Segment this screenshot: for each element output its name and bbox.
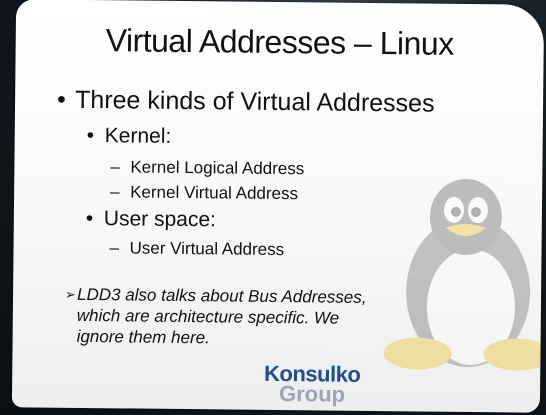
- bullet-marker: •: [56, 85, 67, 114]
- bullet-text: Kernel:: [104, 124, 172, 148]
- slide-title: Virtual Addresses – Linux: [105, 22, 454, 62]
- dash-marker: –: [110, 157, 120, 177]
- presentation-slide: Virtual Addresses – Linux •Three kinds o…: [11, 0, 545, 413]
- logo-line2: Group: [278, 381, 346, 407]
- bullet-text: Three kinds of Virtual Addresses: [74, 85, 435, 118]
- bullet-text: Kernel Virtual Address: [130, 182, 299, 204]
- bullet-level2: • User space:: [86, 207, 216, 232]
- bullet-marker: •: [86, 123, 95, 148]
- arrow-bullet-icon: ➢: [64, 286, 77, 302]
- bullet-level2: • Kernel:: [87, 124, 172, 149]
- tux-penguin-icon: [383, 178, 545, 371]
- bullet-level3: –User Virtual Address: [109, 238, 284, 260]
- dash-marker: –: [109, 238, 120, 258]
- bullet-text: User space:: [103, 207, 217, 232]
- bullet-text: User Virtual Address: [129, 238, 285, 260]
- konsulko-group-logo: Konsulko Group: [252, 361, 372, 407]
- bullet-level1: •Three kinds of Virtual Addresses: [57, 86, 435, 119]
- slide-note: ➢ LDD3 also talks about Bus Addresses, w…: [65, 284, 378, 350]
- bullet-text: Kernel Logical Address: [130, 157, 305, 179]
- note-text: LDD3 also talks about Bus Addresses, whi…: [76, 284, 367, 348]
- dash-marker: –: [110, 182, 120, 202]
- bullet-level3: –Kernel Virtual Address: [110, 182, 298, 204]
- bullet-level3: –Kernel Logical Address: [110, 157, 304, 179]
- bullet-marker: •: [85, 206, 94, 231]
